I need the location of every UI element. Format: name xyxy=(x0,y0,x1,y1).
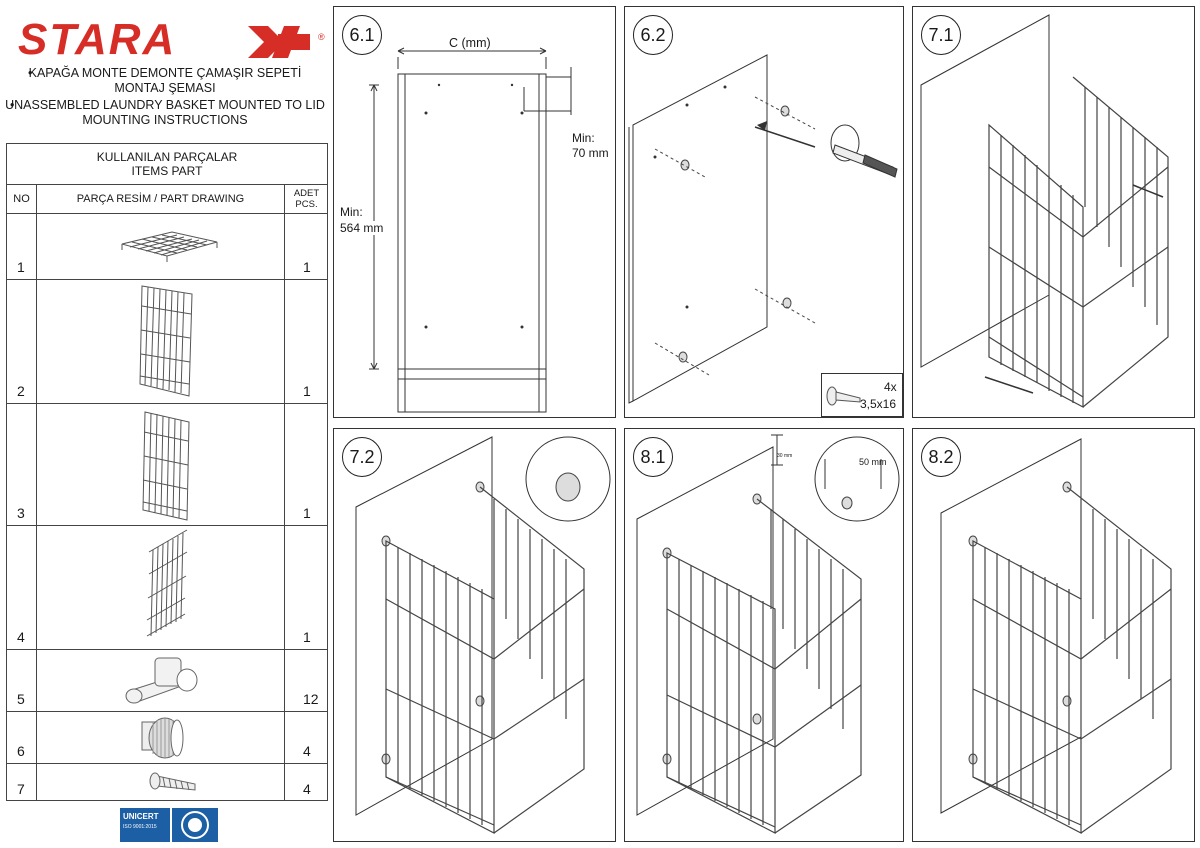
starax-logo: STARA ® xyxy=(18,15,325,64)
part-row-5: 5 12 xyxy=(7,650,327,712)
dim-50-label: 50 mm xyxy=(859,457,887,467)
screw-count: 4x xyxy=(884,380,897,394)
part-qty: 1 xyxy=(303,505,311,521)
part-qty: 4 xyxy=(303,743,311,759)
min-side-label-2: 70 mm xyxy=(572,146,609,160)
part-number: 3 xyxy=(17,505,25,521)
part-qty: 1 xyxy=(303,629,311,645)
part-qty: 4 xyxy=(303,781,311,797)
col-qty: ADET PCS. xyxy=(285,185,328,213)
col-no: NO xyxy=(7,185,37,213)
parts-title-tr: KULLANILAN PARÇALAR xyxy=(96,150,238,164)
parts-table-header: KULLANILAN PARÇALAR ITEMS PART xyxy=(7,144,327,185)
step-6-1-panel: 6.1 C (mm) Min: 70 mm Min: 564 mm xyxy=(333,6,616,418)
part-number: 6 xyxy=(17,743,25,759)
dimension-c-label: C (mm) xyxy=(446,36,494,50)
min-height-label-1: Min: xyxy=(340,205,363,219)
step-6-2-panel: 6.2 4x 3,5x16 xyxy=(624,6,904,418)
screw-size: 3,5x16 xyxy=(860,397,897,411)
part-row-3: 3 1 xyxy=(7,404,327,526)
cert-standard: ISO 9001:2015 xyxy=(123,824,157,830)
part-drawing-knob xyxy=(37,712,285,763)
step-8-2-panel: 8.2 xyxy=(912,428,1195,842)
part-qty: 1 xyxy=(303,259,311,275)
step-number: 8.2 xyxy=(921,437,961,477)
parts-title-en: ITEMS PART xyxy=(131,164,203,178)
step-7-1-panel: 7.1 xyxy=(912,6,1195,418)
intro-text: • KAPAĞA MONTE DEMONTE ÇAMAŞIR SEPETİ MO… xyxy=(0,66,330,128)
step-8-1-panel: 8.1 30 mm 50 mm xyxy=(624,428,904,842)
part-drawing-side-panel-large xyxy=(37,280,285,403)
title-tr-line1: KAPAĞA MONTE DEMONTE ÇAMAŞIR SEPETİ xyxy=(28,66,302,80)
part-number: 7 xyxy=(17,781,25,797)
title-en-line1: UNASSEMBLED LAUNDRY BASKET MOUNTED TO LI… xyxy=(5,98,325,112)
step-number: 7.2 xyxy=(342,437,382,477)
cert-name: UNICERT xyxy=(123,812,159,821)
part-number: 1 xyxy=(17,259,25,275)
bullet: • xyxy=(10,98,15,112)
parts-table: KULLANILAN PARÇALAR ITEMS PART NO PARÇA … xyxy=(6,143,328,801)
dim-small-label: 30 mm xyxy=(777,453,793,459)
parts-column-header: NO PARÇA RESİM / PART DRAWING ADET PCS. xyxy=(7,185,327,214)
cert-seal xyxy=(172,808,218,842)
logo-wordmark: STARA xyxy=(18,15,177,64)
step-number: 6.1 xyxy=(342,15,382,55)
part-number: 4 xyxy=(17,629,25,645)
screw-callout: 4x 3,5x16 xyxy=(821,373,903,417)
logo-x-mark xyxy=(248,26,310,58)
certification-badge: UNICERT ISO 9001:2015 xyxy=(120,808,218,842)
part-row-4: 4 1 xyxy=(7,526,327,650)
part-number: 2 xyxy=(17,383,25,399)
min-height-label-2: 564 mm xyxy=(340,221,384,235)
part-row-6: 6 4 xyxy=(7,712,327,764)
screw-icon xyxy=(826,386,861,406)
title-en-line2: MOUNTING INSTRUCTIONS xyxy=(82,113,248,127)
col-qty-tr: ADET xyxy=(293,188,320,199)
step-number: 8.1 xyxy=(633,437,673,477)
col-qty-en: PCS. xyxy=(295,199,318,210)
part-drawing-side-panel-medium xyxy=(37,404,285,525)
step-number: 7.1 xyxy=(921,15,961,55)
part-drawing-bottom-grid xyxy=(37,214,285,279)
col-drawing: PARÇA RESİM / PART DRAWING xyxy=(37,185,285,213)
part-drawing-connector-clip xyxy=(37,650,285,711)
part-row-7: 7 4 xyxy=(7,764,327,801)
part-number: 5 xyxy=(17,691,25,707)
part-drawing-screw xyxy=(37,764,285,801)
step-number: 6.2 xyxy=(633,15,673,55)
part-drawing-front-panel xyxy=(37,526,285,649)
part-row-2: 2 1 xyxy=(7,280,327,404)
step-7-2-panel: 7.2 xyxy=(333,428,616,842)
bullet: • xyxy=(28,66,33,80)
registered-mark: ® xyxy=(318,32,325,42)
part-row-1: 1 1 xyxy=(7,214,327,280)
title-tr-line2: MONTAJ ŞEMASI xyxy=(114,81,216,95)
part-qty: 12 xyxy=(303,691,319,707)
part-qty: 1 xyxy=(303,383,311,399)
min-side-label-1: Min: xyxy=(572,131,595,145)
